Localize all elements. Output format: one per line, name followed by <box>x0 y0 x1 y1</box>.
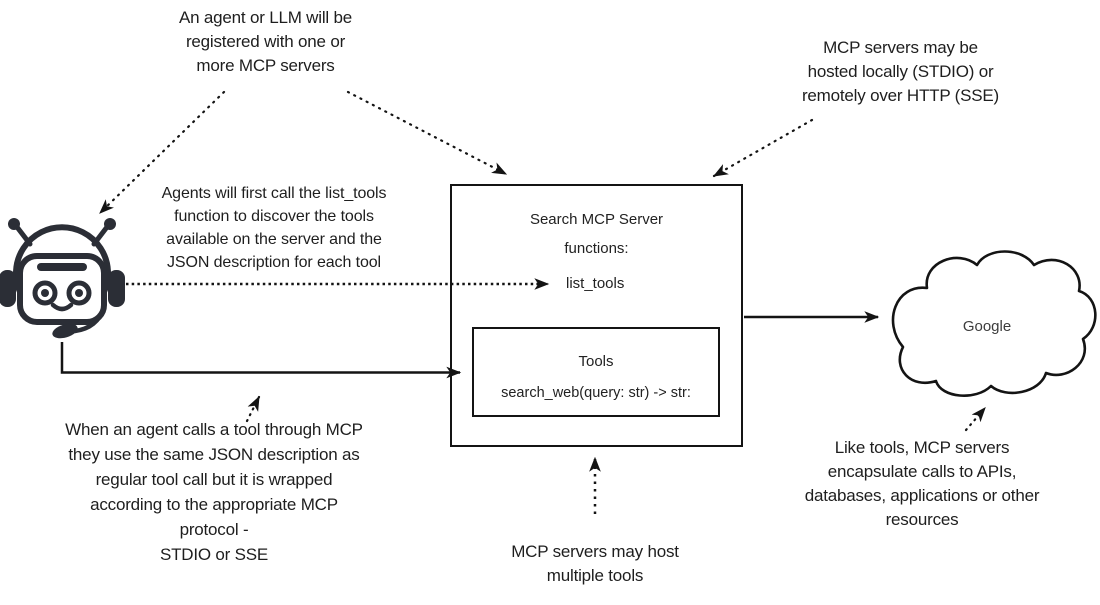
server-function-list-tools: list_tools <box>566 275 625 292</box>
annotation-line: When an agent calls a tool through MCP <box>65 420 363 439</box>
server-box-title: Search MCP Server <box>529 211 664 228</box>
annotation-line: MCP servers may be <box>823 38 978 57</box>
annotation-line: MCP servers may host <box>511 542 679 561</box>
annotation-line: protocol - <box>179 520 249 539</box>
annotation-encapsulation: Like tools, MCP servers encapsulate call… <box>778 436 1066 532</box>
annotation-line: resources <box>885 510 959 529</box>
annotation-line: registered with one or <box>185 32 346 51</box>
cloud-label-google: Google <box>962 318 1012 335</box>
annotation-line: multiple tools <box>546 566 644 585</box>
annotation-multiple-tools: MCP servers may host multiple tools <box>480 540 710 588</box>
annotation-line: they use the same JSON description as <box>68 445 360 464</box>
annotation-line: Agents will first call the list_tools <box>161 185 387 202</box>
annotation-line: An agent or LLM will be <box>178 8 353 27</box>
annotation-line: more MCP servers <box>196 56 335 75</box>
arrow-registration-to-server <box>346 90 508 176</box>
arrow-agent-to-tools <box>60 342 462 379</box>
annotation-line: function to discover the tools <box>174 208 374 225</box>
annotation-line: according to the appropriate MCP <box>90 495 338 514</box>
annotation-line: regular tool call but it is wrapped <box>95 470 333 489</box>
annotation-agent-registration: An agent or LLM will be registered with … <box>148 6 383 78</box>
tools-box <box>472 327 720 417</box>
annotation-line: hosted locally (STDIO) or <box>807 62 994 81</box>
annotation-server-hosting: MCP servers may be hosted locally (STDIO… <box>778 36 1023 108</box>
server-functions-label: functions: <box>564 240 629 257</box>
annotation-line: JSON description for each tool <box>167 254 381 271</box>
arrow-hosting-to-server <box>712 118 814 178</box>
annotation-line: databases, applications or other <box>804 486 1040 505</box>
annotation-list-tools-discovery: Agents will first call the list_tools fu… <box>140 182 408 274</box>
annotation-line: STDIO or SSE <box>159 545 269 564</box>
annotation-line: Like tools, MCP servers <box>834 438 1010 457</box>
annotation-line: remotely over HTTP (SSE) <box>801 86 1000 105</box>
arrow-encapsulation-to-cloud <box>964 406 987 432</box>
robot-agent-icon <box>0 218 125 339</box>
tool-signature: search_web(query: str) -> str: <box>501 385 691 401</box>
tools-box-title: Tools <box>578 353 614 370</box>
annotation-line: encapsulate calls to APIs, <box>827 462 1017 481</box>
annotation-line: available on the server and the <box>166 231 382 248</box>
annotation-tool-call-wrapping: When an agent calls a tool through MCP t… <box>40 417 388 567</box>
